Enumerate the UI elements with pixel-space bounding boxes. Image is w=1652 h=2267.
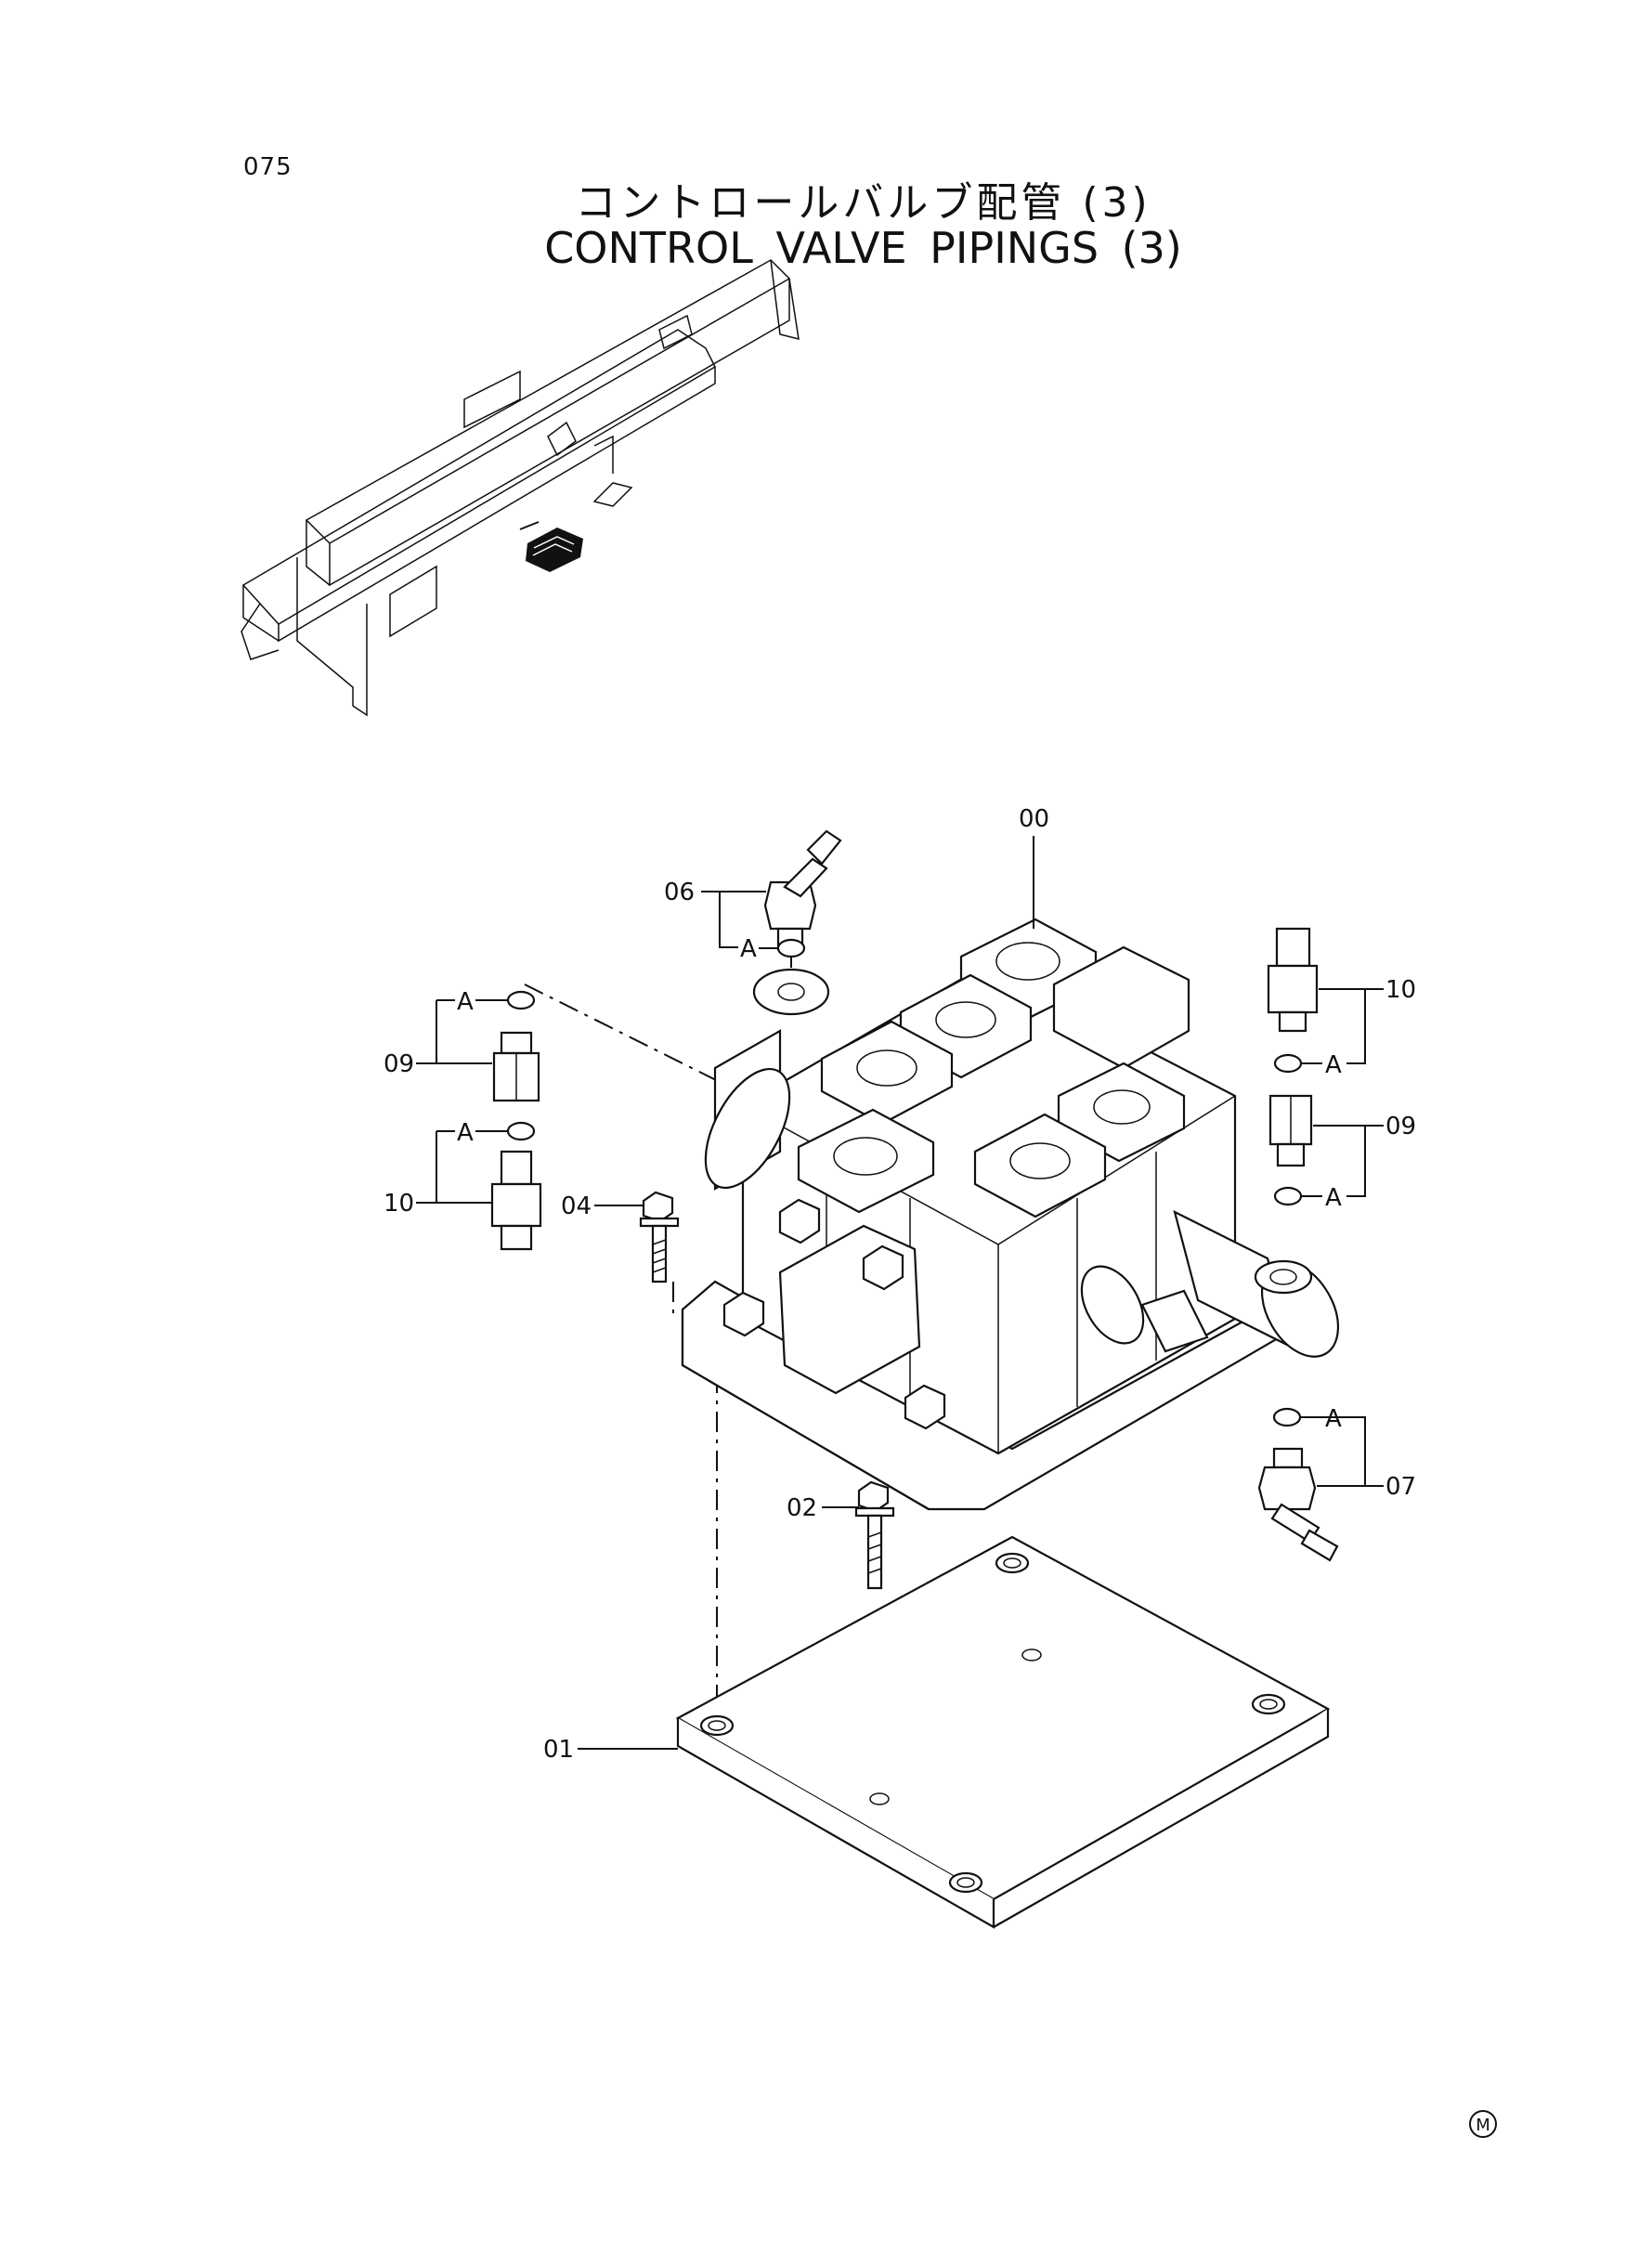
- frame-location-inset: [241, 259, 800, 717]
- title-english: CONTROL VALVE PIPINGS (3): [544, 223, 1182, 273]
- o-ring-07: [1272, 1407, 1302, 1427]
- callout-09-left: 09: [384, 1050, 414, 1078]
- adapter-10-left: [490, 1150, 542, 1251]
- elbow-fitting-07: [1257, 1447, 1339, 1562]
- o-ring-10-right: [1273, 1053, 1303, 1074]
- seal-marker-09-right: A: [1325, 1184, 1342, 1212]
- o-ring-10-left: [506, 1121, 536, 1141]
- page-number: 075: [243, 153, 293, 181]
- flange-group: [797, 918, 1190, 1218]
- base-plate: [675, 1535, 1331, 1929]
- adapter-09-left: [492, 1031, 540, 1102]
- seal-marker-09-left: A: [457, 988, 474, 1016]
- callout-04: 04: [561, 1192, 592, 1220]
- callout-07: 07: [1385, 1473, 1416, 1501]
- seal-marker-10-left: A: [457, 1119, 474, 1147]
- highlighted-control-valve: [519, 521, 583, 572]
- hex-bolt-heads: [722, 1198, 946, 1430]
- o-ring-09-left: [506, 990, 536, 1010]
- seal-marker-07: A: [1325, 1405, 1342, 1433]
- elbow-fitting-06: [763, 829, 842, 951]
- seal-marker-06: A: [740, 935, 757, 963]
- callout-10-right: 10: [1385, 976, 1416, 1004]
- callout-10-left: 10: [384, 1190, 414, 1218]
- control-valve-body: [681, 918, 1340, 1511]
- bolt-02: [854, 1480, 895, 1590]
- title-japanese: コントロールバルブ配管 (3): [575, 179, 1151, 227]
- o-ring-09-right: [1273, 1186, 1303, 1206]
- callout-01: 01: [543, 1736, 574, 1764]
- seal-marker-10-right: A: [1325, 1051, 1342, 1079]
- adapter-09-right: [1268, 1094, 1313, 1167]
- adapter-10-right: [1267, 927, 1319, 1033]
- callouts: 00 06 A 09 A 10 A 04 10 A 09 A: [384, 805, 1416, 1764]
- bolt-04: [639, 1191, 680, 1283]
- o-ring-06: [776, 938, 806, 958]
- callout-00: 00: [1019, 805, 1049, 833]
- callout-09-right: 09: [1385, 1113, 1416, 1140]
- registered-mark: M: [1469, 2110, 1497, 2138]
- callout-06: 06: [664, 879, 695, 906]
- callout-02: 02: [787, 1494, 817, 1522]
